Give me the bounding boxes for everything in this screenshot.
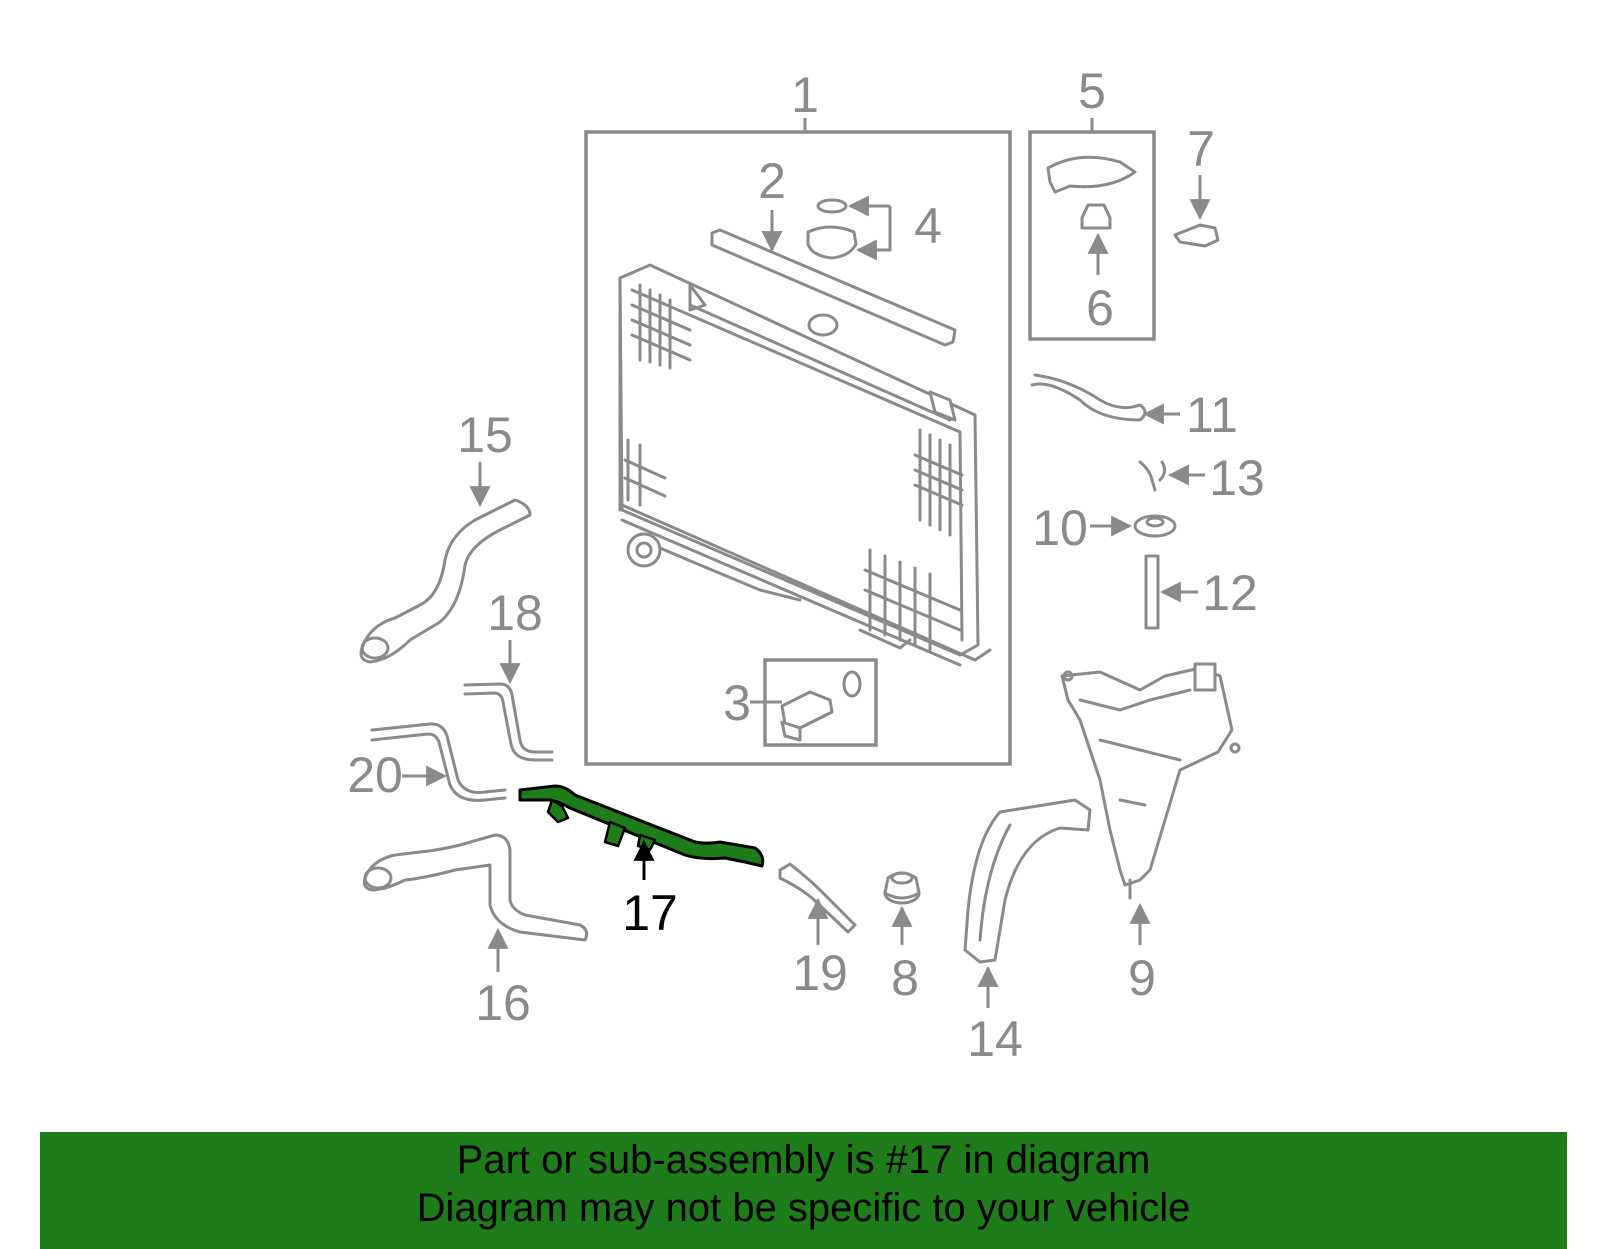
radiator-assembly-group [584, 118, 1012, 766]
callout-12: 12 [1202, 565, 1258, 621]
radiator-core [618, 263, 992, 667]
part-9-reservoir-tank [1060, 662, 1241, 900]
callout-labels: 1 2 3 4 5 6 7 8 9 10 11 12 13 14 15 16 1… [347, 63, 1265, 1067]
part-11-overflow-hose [1030, 373, 1147, 422]
callout-9: 9 [1128, 950, 1156, 1006]
part-14-bracket [963, 798, 1092, 964]
info-banner: Part or sub-assembly is #17 in diagram D… [40, 1132, 1567, 1249]
callout-20: 20 [347, 747, 403, 803]
part-8-mount-cushion [883, 871, 921, 905]
callout-10: 10 [1032, 500, 1088, 556]
part-12-tube [1144, 554, 1160, 630]
callout-5: 5 [1078, 63, 1106, 119]
part-16-lower-hose [362, 833, 589, 942]
part-15-upper-hose [359, 498, 532, 664]
callout-6: 6 [1086, 280, 1114, 336]
part-4-radiator-cap [806, 225, 858, 260]
part-20-hose [370, 722, 507, 794]
callout-13: 13 [1209, 450, 1265, 506]
callout-8: 8 [891, 950, 919, 1006]
callout-14: 14 [967, 1011, 1023, 1067]
part-7-bolt [1173, 223, 1220, 248]
banner-line-2: Diagram may not be specific to your vehi… [416, 1186, 1191, 1230]
callout-3: 3 [723, 675, 751, 731]
callout-1: 1 [791, 67, 819, 123]
part-5-bracket [1046, 155, 1137, 194]
part-3-drain-plug [780, 670, 862, 742]
part-2-seal-strip [710, 228, 957, 347]
callout-7: 7 [1187, 121, 1215, 177]
radiator-assembly-box [584, 130, 1012, 766]
callout-2: 2 [758, 153, 786, 209]
banner-line-1: Part or sub-assembly is #17 in diagram [456, 1138, 1151, 1182]
part-13-clip [1138, 460, 1167, 492]
callout-19: 19 [792, 945, 848, 1001]
part-4-o-ring [816, 198, 848, 214]
callout-18: 18 [487, 585, 543, 641]
part-17-water-pipe [518, 784, 765, 868]
callout-11: 11 [1186, 387, 1238, 443]
callout-17: 17 [622, 885, 678, 941]
part-6-grommet [1080, 203, 1112, 230]
callout-16: 16 [475, 975, 531, 1031]
callout-4: 4 [914, 198, 942, 254]
callout-15: 15 [457, 407, 513, 463]
part-18-hose [463, 682, 554, 754]
